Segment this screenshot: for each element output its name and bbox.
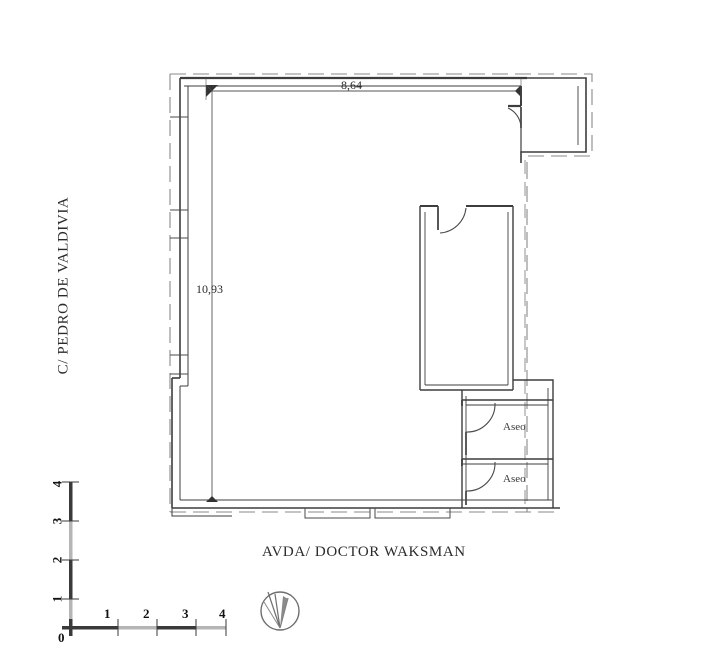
- central-room-walls: [419, 205, 514, 391]
- street-label-left: C/ PEDRO DE VALDIVIA: [55, 196, 72, 375]
- north-arrow-icon: [260, 591, 300, 631]
- scale-v-tick-2: 2: [49, 556, 65, 564]
- building-outer-walls: [171, 76, 560, 517]
- scale-h-tick-4: 4: [219, 606, 226, 621]
- left-wall-openings: [170, 116, 188, 375]
- scale-h-tick-2: 2: [143, 606, 150, 621]
- dimension-line-left: [206, 85, 218, 502]
- dimension-label-left: 10,93: [196, 282, 223, 296]
- entrance-bay-walls: [508, 77, 587, 163]
- dimension-line-top: [205, 78, 522, 100]
- aseo-door-swings-icon: [461, 400, 496, 505]
- scale-v-tick-4: 4: [49, 480, 65, 488]
- scale-h-tick-3: 3: [182, 606, 189, 621]
- scale-bar-graphic: [62, 481, 227, 636]
- scale-v-tick-3: 3: [49, 517, 65, 525]
- dimension-label-top: 8,64: [341, 78, 362, 92]
- scale-h-tick-1: 1: [104, 606, 111, 621]
- scale-origin-label: 0: [58, 630, 65, 645]
- room-label-aseo-lower: Aseo: [503, 473, 526, 485]
- scale-v-tick-1: 1: [49, 595, 65, 603]
- aseo-rooms-walls: [461, 379, 554, 508]
- entrance-door-swing-icon: [507, 107, 522, 129]
- central-room-door-swing-icon: [437, 207, 467, 234]
- room-label-aseo-upper: Aseo: [503, 421, 526, 433]
- street-label-bottom: AVDA/ DOCTOR WAKSMAN: [262, 544, 466, 560]
- bottom-wall-openings: [304, 508, 451, 519]
- property-boundary-dashed: [169, 73, 593, 513]
